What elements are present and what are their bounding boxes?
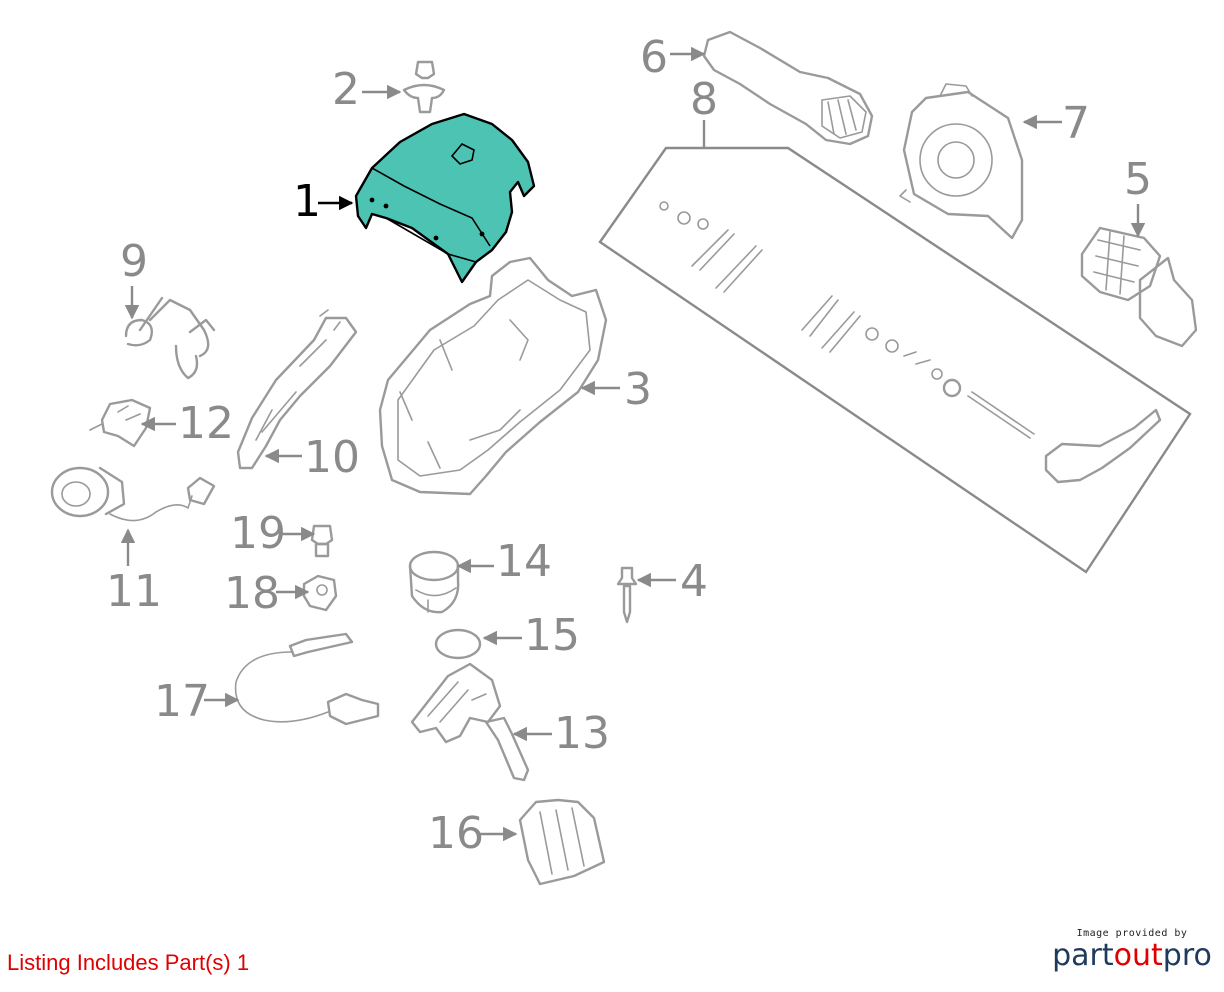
part-2-clip[interactable]	[402, 60, 446, 114]
part-16-module[interactable]	[518, 798, 606, 886]
callout-15: 15	[524, 610, 580, 661]
part-5-switch[interactable]	[1080, 226, 1198, 348]
part-9-spring-clip[interactable]	[124, 296, 216, 380]
callout-4: 4	[680, 556, 708, 607]
part-8-kit-outline[interactable]	[598, 146, 1192, 574]
brand-part: part	[1052, 938, 1114, 973]
part-13-lock-cylinder[interactable]	[410, 662, 530, 782]
part-6-stalk-switch[interactable]	[702, 30, 874, 146]
callout-16: 16	[428, 808, 484, 859]
callout-3: 3	[624, 364, 652, 415]
callout-12: 12	[178, 398, 234, 449]
part-10-rail[interactable]	[236, 309, 358, 470]
part-17-cable[interactable]	[234, 632, 380, 726]
callout-13: 13	[554, 708, 610, 759]
part-11-sensor[interactable]	[50, 466, 216, 522]
callout-10: 10	[304, 432, 360, 483]
callout-19: 19	[230, 508, 286, 559]
callout-8: 8	[690, 74, 718, 125]
listing-note: Listing Includes Part(s) 1	[7, 950, 250, 975]
callout-1: 1	[293, 176, 321, 227]
part-15-o-ring[interactable]	[434, 628, 482, 660]
callout-11: 11	[106, 566, 162, 617]
part-19-bolt[interactable]	[310, 524, 334, 558]
provider-logo[interactable]: Image provided by partoutpro	[1052, 928, 1212, 971]
brand-pro: pro	[1162, 938, 1212, 973]
provider-brand: partoutpro	[1052, 941, 1212, 971]
provider-caption: Image provided by	[1076, 928, 1188, 939]
callout-18: 18	[224, 568, 280, 619]
callout-5: 5	[1124, 154, 1152, 205]
callout-7: 7	[1062, 98, 1090, 149]
callout-2: 2	[332, 64, 360, 115]
callout-6: 6	[640, 32, 668, 83]
part-4-screw[interactable]	[616, 566, 638, 624]
callout-14: 14	[496, 536, 552, 587]
part-18-clip[interactable]	[302, 574, 338, 612]
part-7-clock-spring[interactable]	[899, 83, 1024, 240]
brand-out: out	[1113, 938, 1163, 973]
part-14-cylinder[interactable]	[408, 550, 460, 614]
part-1-upper-cover[interactable]	[354, 112, 536, 284]
callout-17: 17	[154, 676, 210, 727]
part-3-lower-cover[interactable]	[378, 256, 608, 496]
part-12-bracket[interactable]	[89, 398, 152, 448]
callout-9: 9	[120, 236, 148, 287]
